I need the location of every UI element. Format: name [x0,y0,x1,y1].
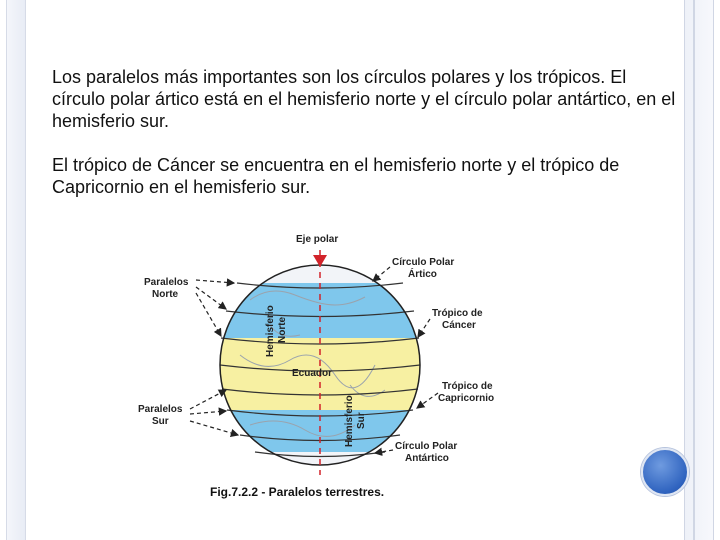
label-circulo-antartico-2: Antártico [405,453,449,464]
label-paralelos-sur-1: Paralelos [138,404,183,415]
arrow-circulo-artico [372,266,391,282]
arrow-tropico-capricornio [416,392,439,409]
label-hemisferio-sur-1: Hemisferio [344,395,355,447]
figure-caption: Fig.7.2.2 - Paralelos terrestres. [210,485,384,499]
slide-frame-right-line [693,0,695,540]
label-tropico-capricornio-1: Trópico de [442,381,493,392]
arrows-paralelos-sur [189,389,240,438]
label-ecuador: Ecuador [292,368,332,379]
slide-body-text: Los paralelos más importantes son los cí… [52,66,682,220]
label-circulo-antartico-1: Círculo Polar [395,441,457,452]
paragraph-polar-circles: Los paralelos más importantes son los cí… [52,67,676,131]
label-paralelos-sur-2: Sur [152,416,169,427]
label-paralelos-norte-1: Paralelos [144,277,189,288]
polar-axis-arrow-icon [313,255,327,267]
label-hemisferio-norte-1: Hemisferio [265,305,276,357]
label-hemisferio-sur: Hemisferio Sur [344,395,367,447]
decorative-blue-orb [641,448,689,496]
arrow-circulo-antartico [373,447,394,456]
label-tropico-capricornio-2: Capricornio [438,393,494,404]
continent-outlines [239,290,386,437]
earth-parallels-figure: Eje polar Paralelos Norte Paralelos Sur … [130,225,530,505]
label-paralelos-norte-2: Norte [152,289,179,300]
label-eje-polar: Eje polar [296,234,338,245]
label-circulo-artico-1: Círculo Polar [392,257,454,268]
label-circulo-artico-2: Ártico [408,267,437,280]
label-hemisferio-norte: Hemisferio Norte [265,305,288,357]
label-tropico-cancer-1: Trópico de [432,308,483,319]
paragraph-tropics: El trópico de Cáncer se encuentra en el … [52,155,620,197]
slide-frame-left [6,0,26,540]
label-hemisferio-sur-2: Sur [356,412,367,429]
arrows-paralelos-norte [195,278,236,338]
slide-frame-right [684,0,714,540]
label-hemisferio-norte-2: Norte [277,316,288,343]
earth-parallels-diagram: Eje polar Paralelos Norte Paralelos Sur … [138,234,494,499]
arrow-tropico-cancer [417,318,431,338]
label-tropico-cancer-2: Cáncer [442,320,476,331]
